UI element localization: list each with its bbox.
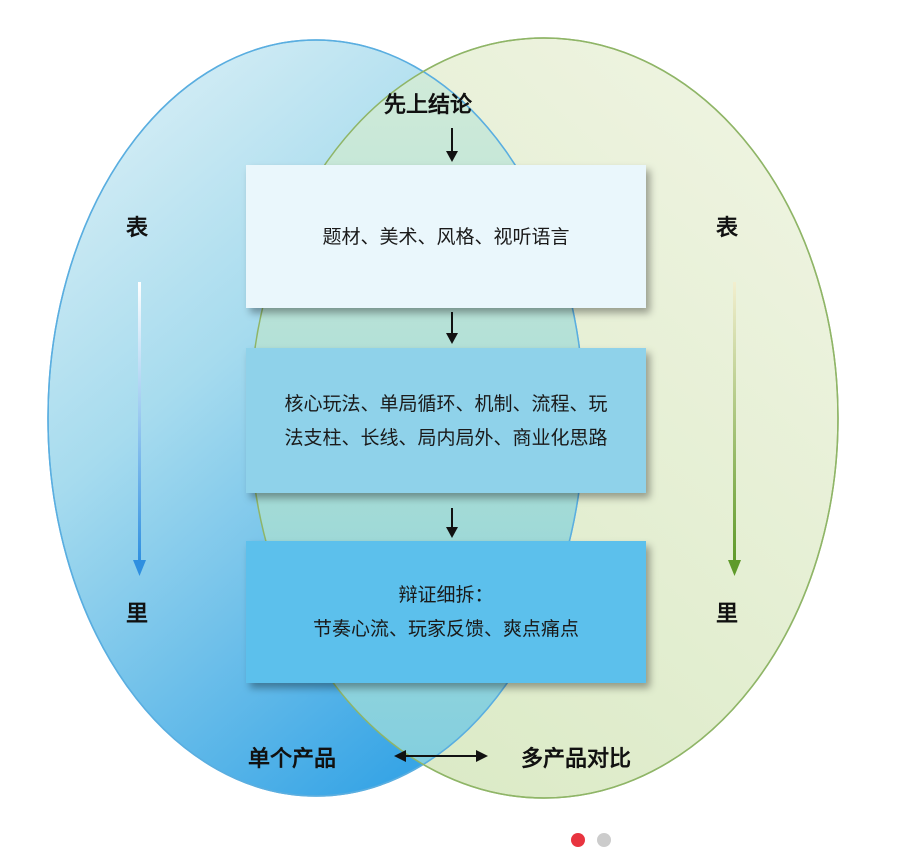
box-3-bg (246, 541, 646, 683)
right-depth-label: 里 (716, 602, 739, 627)
down-arrow-1 (446, 128, 458, 162)
down-arrow-2 (446, 312, 458, 344)
box-dialectic-breakdown: 辩证细拆： 节奏心流、玩家反馈、爽点痛点 (246, 541, 646, 683)
box-1-bg (246, 165, 646, 308)
pager-dot-inactive[interactable] (597, 833, 611, 847)
conclusion-first-label: 先上结论 (384, 93, 473, 118)
box-surface-elements: 题材、美术、风格、视听语言 (246, 165, 646, 308)
pager-dot-active[interactable] (571, 833, 585, 847)
multi-product-caption: 多产品对比 (521, 747, 632, 772)
right-depth-arrow (728, 282, 741, 576)
carousel-pager (571, 833, 611, 847)
box-2-line-1: 核心玩法、单局循环、机制、流程、玩 (284, 392, 608, 415)
right-surface-label: 表 (716, 216, 739, 241)
compare-double-arrow (394, 750, 488, 762)
box-1-line-1: 题材、美术、风格、视听语言 (322, 225, 570, 248)
box-2-bg (246, 348, 646, 493)
left-depth-arrow (133, 282, 146, 576)
single-product-caption: 单个产品 (248, 747, 337, 772)
left-surface-label: 表 (126, 216, 149, 241)
box-3-line-1: 辩证细拆： (398, 584, 494, 606)
left-depth-label: 里 (126, 602, 149, 627)
box-3-line-2: 节奏心流、玩家反馈、爽点痛点 (312, 618, 579, 640)
box-core-gameplay: 核心玩法、单局循环、机制、流程、玩 法支柱、长线、局内局外、商业化思路 (246, 348, 646, 493)
box-2-line-2: 法支柱、长线、局内局外、商业化思路 (284, 426, 608, 449)
down-arrow-3 (446, 508, 458, 538)
